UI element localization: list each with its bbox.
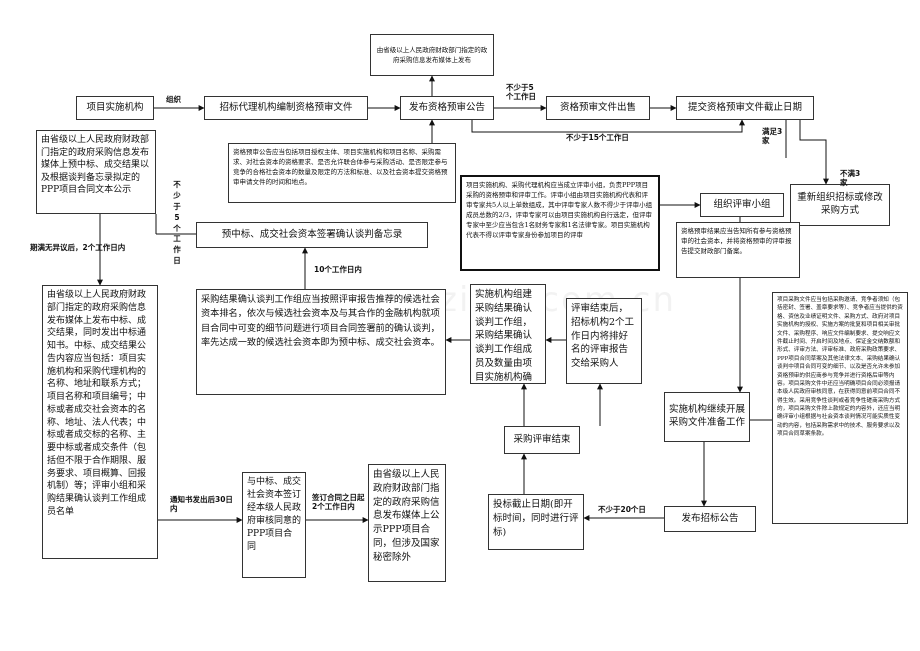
node-sell-prequal: 资格预审文件出售	[546, 96, 650, 120]
label-organize: 组织	[166, 95, 181, 104]
node-form-review-panel: 组织评审小组	[700, 193, 784, 217]
node-publish-prequal: 发布资格预审公告	[400, 96, 494, 120]
node-compile-prequal: 招标代理机构编制资格预审文件	[204, 96, 368, 120]
arrow-15-days	[471, 119, 745, 133]
label-min15: 不少于15个工作日	[566, 133, 629, 142]
arrow-n6-n11	[799, 120, 829, 185]
node-prepare-docs: 实施机构继续开展采购文件准备工作	[664, 392, 750, 442]
node-publish-winner: 由省级以上人民政府财政部门指定的政府采购信息发布媒体上发布中标、成交结果，同时发…	[42, 285, 158, 559]
label-expiry2: 期满无异议后，2个工作日内	[30, 243, 126, 252]
node-procurement-docs: 项目采购文件应当包括采购邀请、竞争者须知（包括密封、签署、盖章要求等）、竞争者应…	[772, 292, 908, 524]
node-implementing-agency: 项目实施机构	[76, 96, 154, 120]
node-bid-deadline: 投标截止日期(即开标时间，同时进行评标)	[488, 494, 584, 550]
label-less3: 不满3家	[840, 169, 861, 187]
label-notice30: 通知书发出后30日内	[170, 495, 233, 513]
node-media-prequal: 由省级以上人民政府财政部门指定的政府采购信息发布媒体上发布	[370, 34, 494, 76]
node-prequal-result: 资格预审结果应当告知所有参与资格预审的社会资本，并将资格预审的评审报告提交财政部…	[676, 222, 800, 278]
label-satisfy3: 满足3家	[762, 127, 783, 145]
node-review-panel-rules: 项目实施机构、采购代理机构应当成立评审小组，负责PPP项目采购的资格预审和评审工…	[460, 175, 660, 271]
label-min5-side: 不少于5个工作日	[173, 180, 181, 266]
node-review-report: 评审结束后，招标机构2个工作日内将排好名的评审报告交给采购人	[566, 298, 642, 384]
node-prequal-deadline: 提交资格预审文件截止日期	[676, 96, 814, 120]
label-days10: 10个工作日内	[314, 265, 362, 274]
label-min20: 不少于20个日	[598, 505, 646, 514]
node-sign-memo: 预中标、成交社会资本签署确认谈判备忘录	[196, 222, 428, 248]
label-min5-top: 不少于5个工作日	[506, 83, 536, 101]
node-sign-contract: 与中标、成交社会资本签订经本级人民政府审核同意的PPP项目合同	[242, 472, 306, 578]
node-negotiation: 采购结果确认谈判工作组应当按照评审报告推荐的候选社会资本排名，依次与候选社会资本…	[196, 289, 446, 395]
node-publicize-results: 由省级以上人民政府财政部门指定的政府采购信息发布媒体上预中标、成交结果以及根据谈…	[36, 130, 156, 214]
node-publish-tender: 发布招标公告	[664, 506, 756, 532]
node-review-end: 采购评审结束	[504, 426, 580, 454]
node-reorganize: 重新组织招标或修改采购方式	[790, 184, 890, 226]
node-publicize-contract: 由省级以上人民政府财政部门指定的政府采购信息发布媒体上公示PPP项目合同，但涉及…	[368, 464, 446, 582]
node-prequal-content: 资格预审公告应当包括项目授权主体、项目实施机构和项目名称、采购需求、对社会资本的…	[228, 143, 456, 203]
node-build-working-group: 实施机构组建采购结果确认谈判工作组，采购结果确认谈判工作组成员及数量由项目实施机…	[470, 284, 546, 384]
label-sign2: 签订合同之日起2个工作日内	[312, 493, 365, 511]
